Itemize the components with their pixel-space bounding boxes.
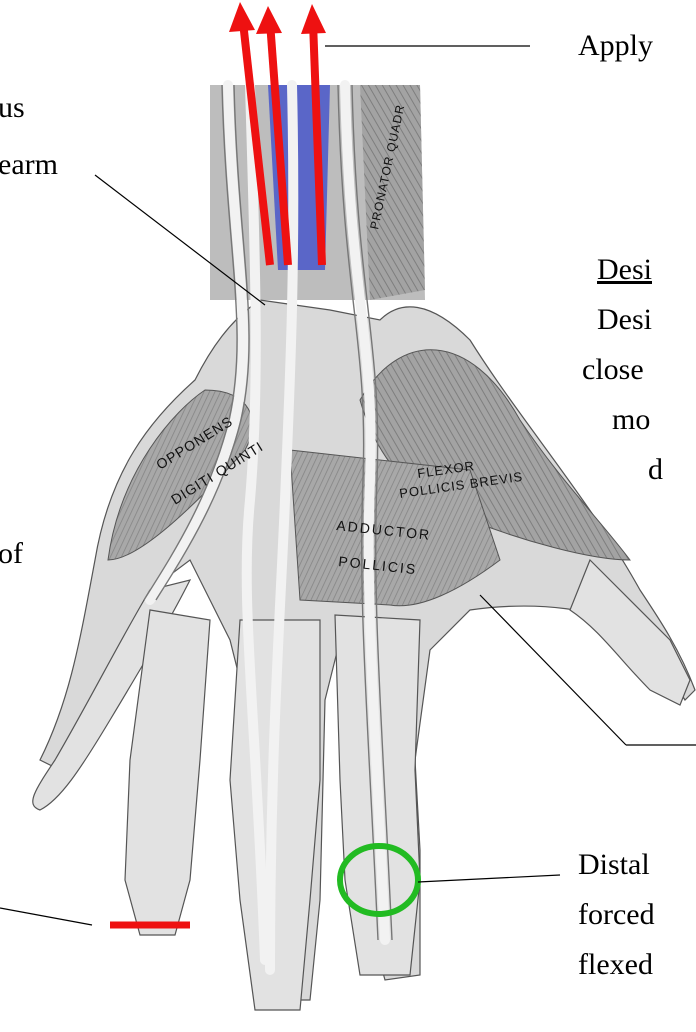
label-left-1: us	[0, 90, 25, 126]
fingers	[33, 560, 690, 1010]
arrowhead-left	[229, 2, 255, 32]
arrowhead-right	[301, 4, 326, 34]
arrowheads	[229, 2, 326, 34]
leader-distal	[418, 875, 560, 882]
label-left-3: of	[0, 536, 23, 572]
label-distal-3: flexed	[578, 947, 653, 983]
label-desi-1: Desi	[597, 302, 652, 338]
label-desi-2: close	[582, 352, 644, 388]
label-desi-4: d	[648, 452, 663, 488]
label-apply: Apply	[578, 28, 653, 64]
label-left-2: earm	[0, 147, 58, 183]
label-desi-heading: Desi	[597, 252, 652, 288]
label-desi-3: mo	[612, 402, 650, 438]
label-distal-1: Distal	[578, 847, 650, 883]
label-distal-2: forced	[578, 897, 655, 933]
leader-marker	[0, 908, 92, 925]
arrowhead-middle	[256, 6, 282, 34]
